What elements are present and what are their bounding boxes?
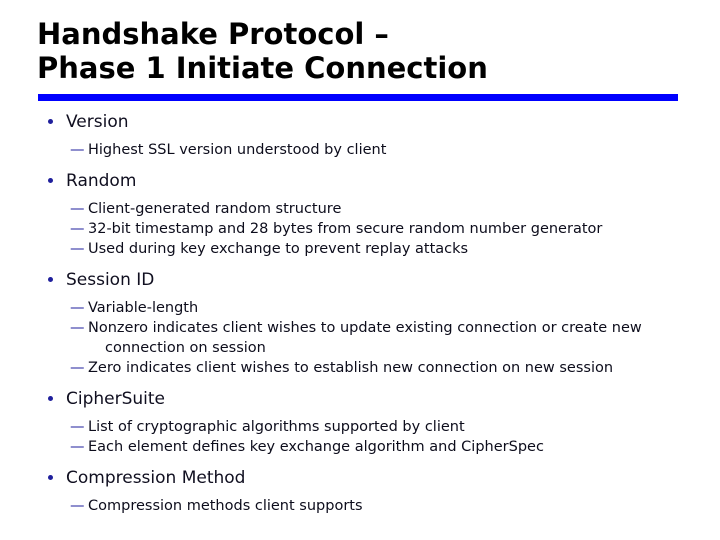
bullet-dot-icon [48, 475, 53, 480]
sub-bullet-text: Nonzero indicates client wishes to updat… [88, 320, 642, 356]
bullet-item-compression-method: Compression Method [0, 466, 720, 491]
sub-bullet-item: — List of cryptographic algorithms suppo… [0, 417, 720, 437]
sub-bullet-item: — Variable-length [0, 298, 720, 318]
bullet-label: Random [66, 171, 137, 191]
bullet-item-ciphersuite: CipherSuite [0, 387, 720, 412]
sub-bullet-item: — Used during key exchange to prevent re… [0, 239, 720, 259]
sub-bullet-item: — Highest SSL version understood by clie… [0, 140, 720, 160]
em-dash-icon: — [70, 439, 85, 455]
bullet-dot-icon [48, 277, 53, 282]
spacer [0, 259, 720, 268]
outline-group-random: Random — Client-generated random structu… [0, 169, 720, 268]
bullet-item-version: Version [0, 110, 720, 135]
em-dash-icon: — [70, 142, 85, 158]
bullet-label: CipherSuite [66, 389, 166, 409]
sub-bullet-text: Client-generated random structure [88, 201, 342, 217]
bullet-dot-icon [48, 178, 53, 183]
sub-bullet-item: — Nonzero indicates client wishes to upd… [0, 318, 720, 358]
title-line-1: Handshake Protocol – [37, 17, 389, 51]
sub-bullet-text: Used during key exchange to prevent repl… [88, 241, 469, 257]
sub-bullet-item: — 32-bit timestamp and 28 bytes from sec… [0, 219, 720, 239]
sub-bullet-text: List of cryptographic algorithms support… [88, 419, 465, 435]
bullet-label: Compression Method [66, 468, 246, 488]
em-dash-icon: — [70, 419, 85, 435]
title-line-2: Phase 1 Initiate Connection [37, 51, 488, 85]
em-dash-icon: — [70, 498, 85, 514]
outline-group-session-id: Session ID — Variable-length — Nonzero i… [0, 268, 720, 387]
outline-group-compression-method: Compression Method — Compression methods… [0, 466, 720, 516]
bullet-item-random: Random [0, 169, 720, 194]
sub-bullet-item: — Compression methods client supports [0, 496, 720, 516]
spacer [0, 378, 720, 387]
em-dash-icon: — [70, 221, 85, 237]
sub-bullet-text: 32-bit timestamp and 28 bytes from secur… [88, 221, 603, 237]
outline-group-version: Version — Highest SSL version understood… [0, 110, 720, 169]
em-dash-icon: — [70, 300, 85, 316]
sub-bullet-text: Variable-length [88, 300, 199, 316]
sub-bullet-item: — Zero indicates client wishes to establ… [0, 358, 720, 378]
sub-bullet-text: Zero indicates client wishes to establis… [88, 360, 614, 376]
sub-bullet-text: Compression methods client supports [88, 498, 363, 514]
bullet-dot-icon [48, 119, 53, 124]
outline-group-ciphersuite: CipherSuite — List of cryptographic algo… [0, 387, 720, 466]
page-title: Handshake Protocol – Phase 1 Initiate Co… [37, 17, 683, 85]
bullet-label: Version [66, 112, 129, 132]
em-dash-icon: — [70, 320, 85, 336]
em-dash-icon: — [70, 241, 85, 257]
bullet-item-session-id: Session ID [0, 268, 720, 293]
spacer [0, 160, 720, 169]
sub-bullet-text: Highest SSL version understood by client [88, 142, 387, 158]
sub-bullet-item: — Client-generated random structure [0, 199, 720, 219]
title-underline-rule [38, 94, 678, 101]
bullet-dot-icon [48, 396, 53, 401]
content-outline: Version — Highest SSL version understood… [0, 110, 720, 516]
spacer [0, 457, 720, 466]
em-dash-icon: — [70, 201, 85, 217]
bullet-label: Session ID [66, 270, 155, 290]
em-dash-icon: — [70, 360, 85, 376]
sub-bullet-text: Each element defines key exchange algori… [88, 439, 544, 455]
sub-bullet-item: — Each element defines key exchange algo… [0, 437, 720, 457]
